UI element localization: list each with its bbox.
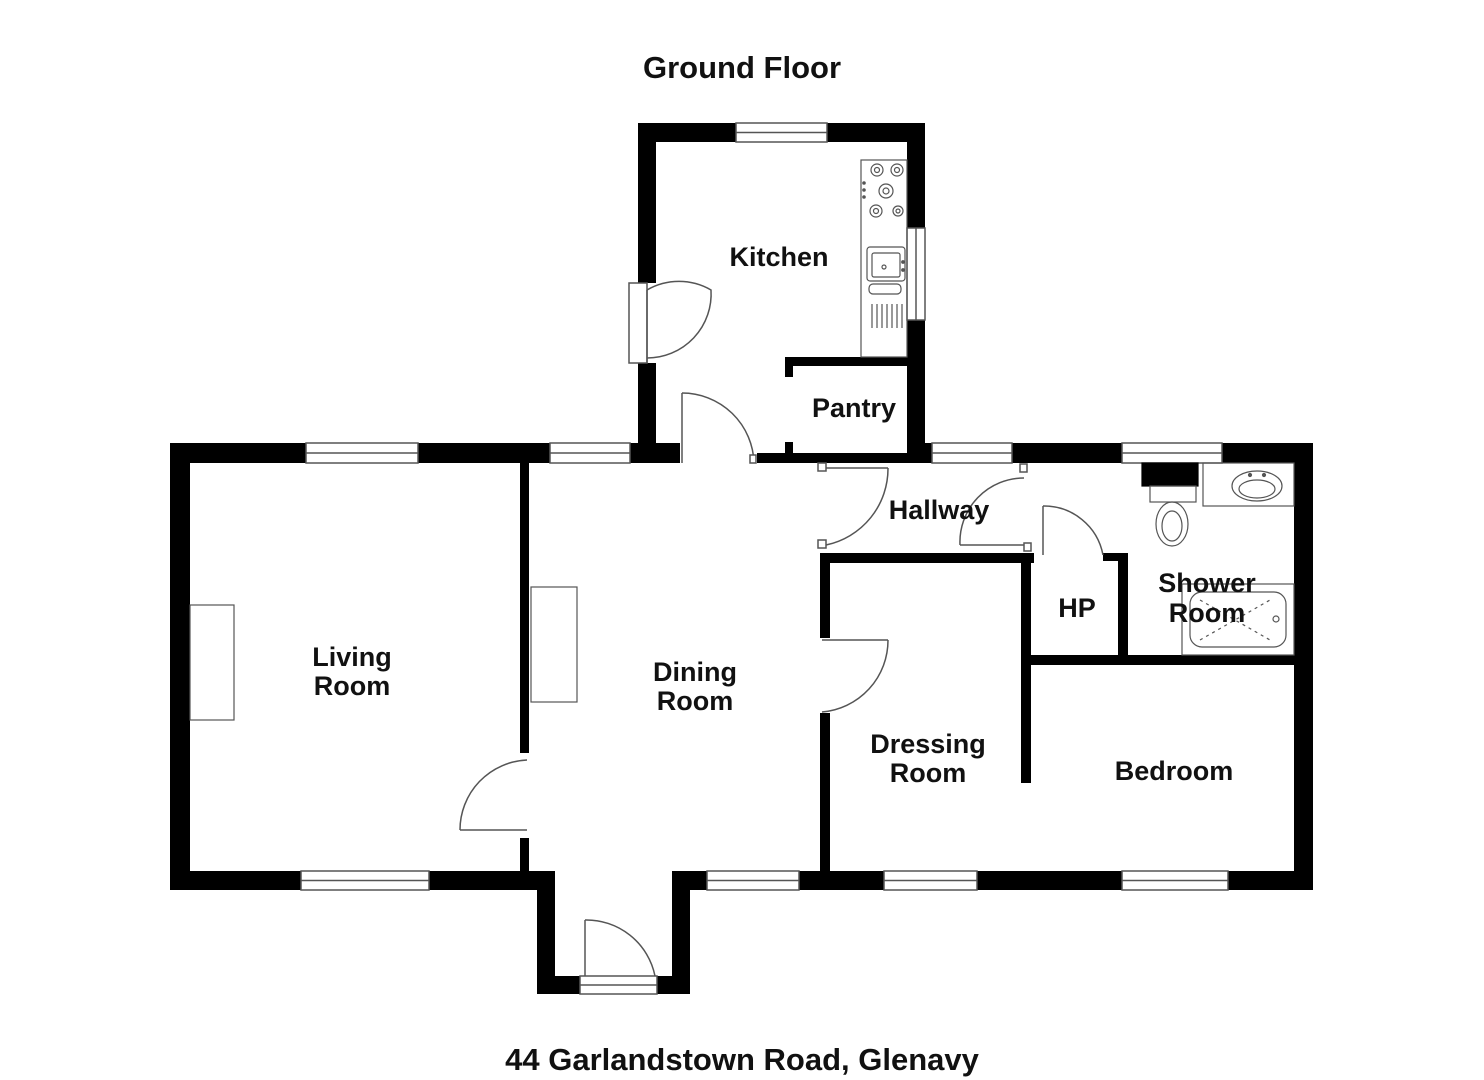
wall-pantry-left-top bbox=[785, 357, 793, 377]
door-kitchen-external bbox=[628, 280, 712, 364]
room-label-living-line2: Room bbox=[314, 671, 391, 701]
wall-east bbox=[1294, 443, 1313, 890]
wall-porch-bottom-left bbox=[537, 976, 581, 994]
window-living-north bbox=[305, 442, 419, 464]
room-label-dressing-line1: Dressing bbox=[870, 729, 986, 759]
kitchen-worktop bbox=[860, 159, 908, 358]
door-hallway-shower bbox=[959, 463, 1032, 552]
window-dining-south bbox=[706, 870, 800, 891]
room-label-dressing-line2: Room bbox=[890, 758, 967, 788]
wall-pantry-top bbox=[785, 357, 909, 366]
property-address: 44 Garlandstown Road, Glenavy bbox=[505, 1042, 979, 1077]
shower-tray-icon bbox=[1181, 583, 1295, 656]
room-label-hallway: Hallway bbox=[889, 495, 990, 525]
door-hallway-dining bbox=[817, 462, 889, 549]
room-label-pantry: Pantry bbox=[812, 393, 896, 423]
wall-kitchen-left-lower bbox=[638, 363, 656, 463]
wall-hp-shower bbox=[1118, 553, 1128, 663]
room-label-bedroom: Bedroom bbox=[1115, 756, 1234, 786]
fireplace-dining-room bbox=[530, 586, 578, 703]
window-living-south bbox=[300, 870, 430, 891]
window-kitchen-right bbox=[906, 227, 926, 321]
wall-shower-bedroom bbox=[1021, 655, 1294, 665]
wall-hp-top-stub bbox=[1103, 553, 1128, 561]
wall-west bbox=[170, 443, 190, 890]
wall-pantry-left-bottom bbox=[785, 442, 793, 462]
door-front bbox=[579, 919, 658, 995]
fixtures bbox=[189, 159, 1295, 721]
shower-vanity bbox=[1202, 462, 1295, 507]
room-label-kitchen: Kitchen bbox=[729, 242, 828, 272]
window-shower-north bbox=[1121, 442, 1223, 464]
doors bbox=[459, 280, 1104, 995]
fireplace-living-room bbox=[189, 604, 235, 721]
room-label-living-line1: Living bbox=[312, 642, 392, 672]
window-bedroom-south bbox=[1121, 870, 1229, 891]
room-label-hp: HP bbox=[1058, 593, 1096, 623]
floor-title: Ground Floor bbox=[642, 50, 842, 85]
wall-living-dining-lower bbox=[520, 838, 529, 871]
window-hallway-north bbox=[931, 442, 1013, 464]
room-label-shower-line1: Shower bbox=[1158, 568, 1256, 598]
wall-dining-dressing-b bbox=[820, 713, 830, 871]
room-label-dining-line2: Room bbox=[657, 686, 734, 716]
wall-living-dining-upper bbox=[520, 463, 529, 753]
wall-porch-bottom-right bbox=[657, 976, 690, 994]
window-dining-north bbox=[549, 442, 631, 464]
windows bbox=[300, 122, 1229, 891]
window-kitchen-top bbox=[735, 122, 828, 143]
washbasin-icon bbox=[1231, 470, 1283, 502]
kitchen-sink-icon bbox=[866, 246, 906, 295]
door-kitchen-dining bbox=[681, 392, 757, 464]
wall-dining-dressing-a bbox=[820, 553, 830, 638]
window-dressing-south bbox=[883, 870, 978, 891]
wall-kitchen-left-upper bbox=[638, 123, 656, 283]
door-living-dining bbox=[459, 759, 528, 831]
wall-porch-right bbox=[672, 871, 690, 994]
door-hp bbox=[1042, 505, 1104, 556]
door-dining-dressing bbox=[821, 639, 889, 713]
wall-dressing-bedroom bbox=[1021, 553, 1031, 783]
wall-hallway-south bbox=[820, 553, 1034, 563]
wall-porch-left bbox=[537, 871, 555, 994]
room-label-dining-line1: Dining bbox=[653, 657, 737, 687]
room-label-shower-line2: Room bbox=[1169, 598, 1246, 628]
drainer-icon bbox=[871, 304, 903, 328]
room-labels: Kitchen Pantry Hallway Living Room Dinin… bbox=[312, 242, 1256, 788]
hob-icon bbox=[862, 163, 904, 218]
toilet-icon bbox=[1141, 462, 1199, 547]
